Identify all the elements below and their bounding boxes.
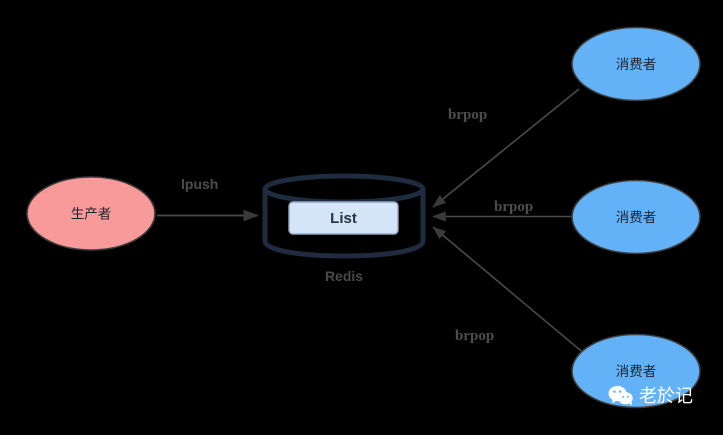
node-producer[interactable]: 生产者: [26, 176, 156, 251]
consumer-1-ellipse[interactable]: [571, 26, 701, 102]
cylinder-top: [262, 173, 426, 205]
node-redis-store[interactable]: List Redis: [262, 173, 426, 284]
edge-brpop-middle: brpop: [432, 199, 572, 222]
node-consumer-3[interactable]: 消费者: [571, 333, 701, 409]
edge-lpush-label: lpush: [181, 176, 218, 192]
edge-lpush: lpush: [157, 176, 259, 222]
redis-caption: Redis: [325, 268, 363, 284]
list-box[interactable]: [288, 201, 399, 235]
consumer-1-label: 消费者: [616, 57, 657, 72]
node-consumer-1[interactable]: 消费者: [571, 26, 701, 102]
consumer-3-label: 消费者: [616, 364, 657, 379]
edge-brpop-top: brpop: [432, 88, 580, 208]
list-box-label: List: [330, 210, 357, 227]
edge-brpop-top-label: brpop: [448, 107, 487, 123]
edge-brpop-bottom-label: brpop: [455, 328, 494, 344]
cylinder-body: [262, 186, 426, 259]
node-consumer-2[interactable]: 消费者: [571, 179, 701, 255]
producer-ellipse[interactable]: [26, 176, 156, 251]
edge-brpop-top-line: [432, 88, 580, 208]
consumer-2-label: 消费者: [616, 210, 657, 225]
consumer-2-ellipse[interactable]: [571, 179, 701, 255]
edge-brpop-middle-label: brpop: [494, 199, 533, 215]
producer-label: 生产者: [71, 207, 112, 222]
edge-brpop-bottom-line: [432, 226, 587, 356]
edge-brpop-bottom: brpop: [432, 226, 587, 356]
consumer-3-ellipse[interactable]: [571, 333, 701, 409]
